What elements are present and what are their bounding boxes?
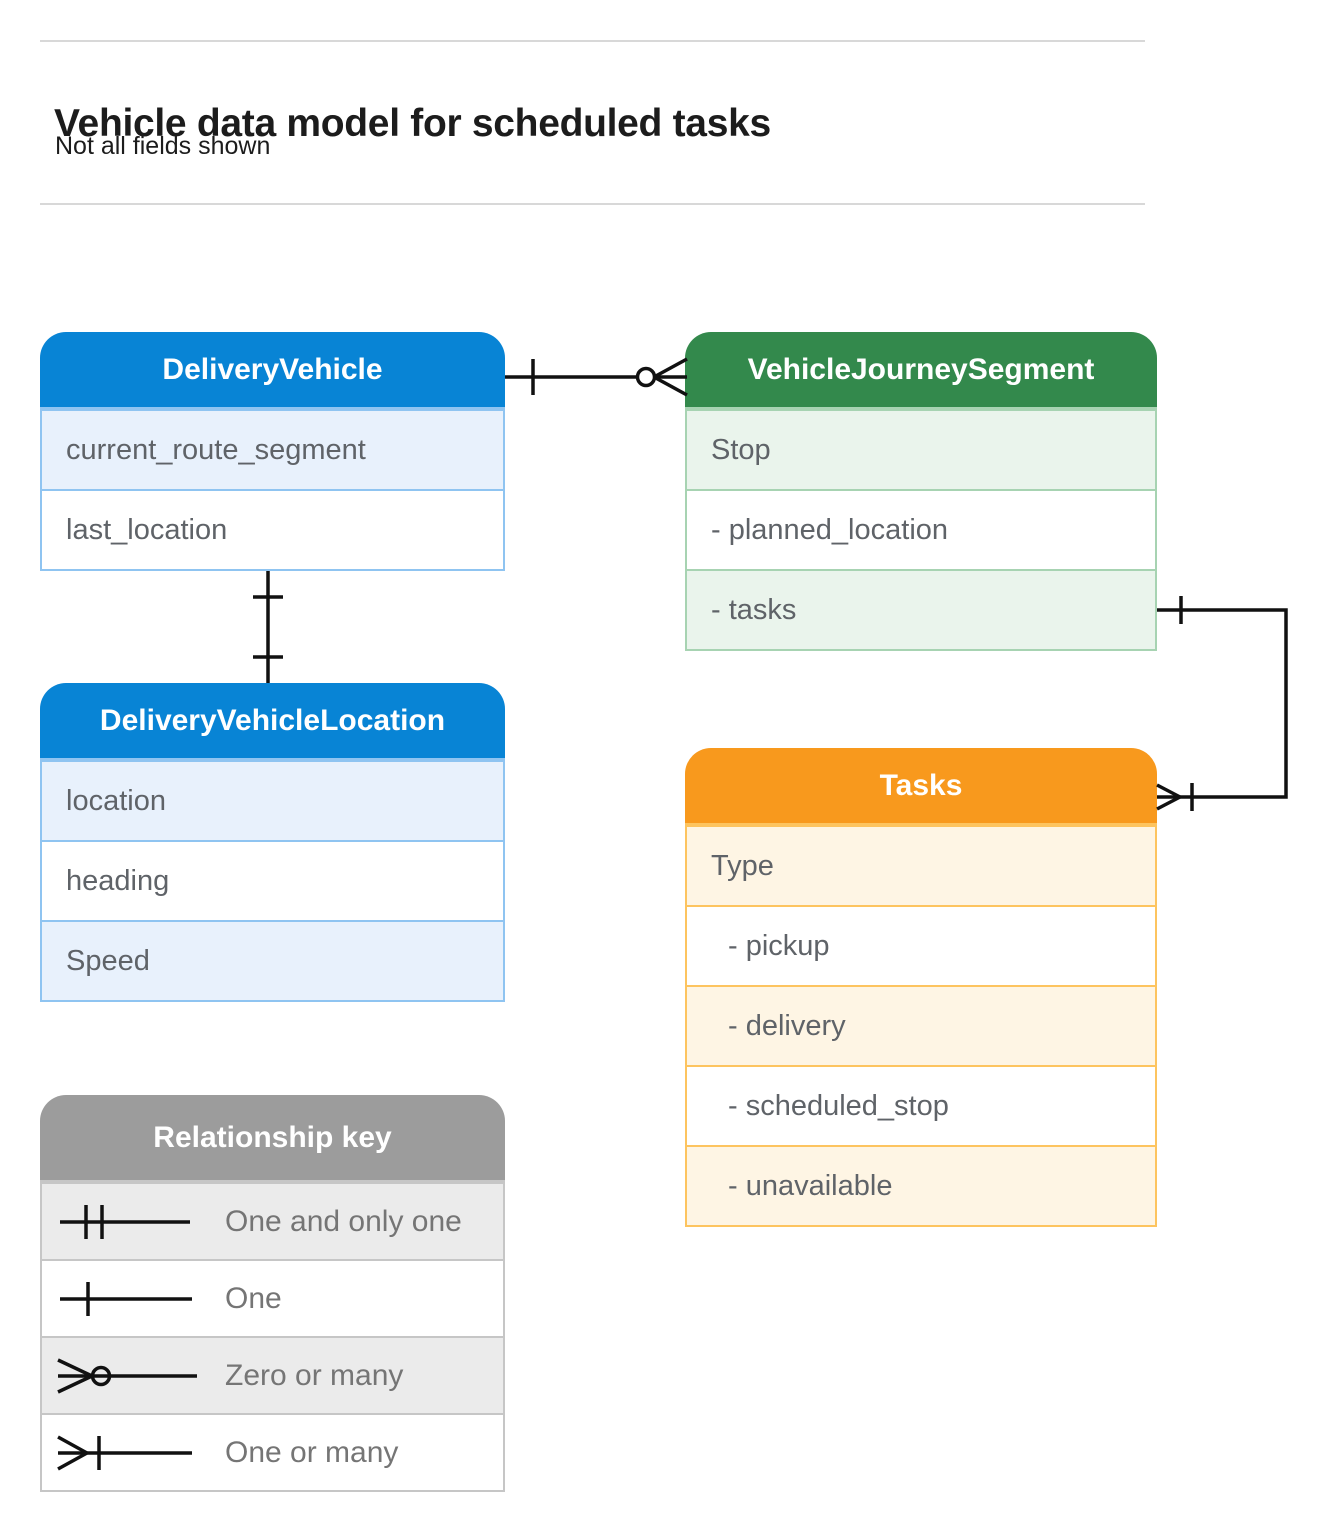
- entity-header: Tasks: [685, 748, 1157, 823]
- field-current-route-segment: current_route_segment: [42, 411, 503, 489]
- field-location: location: [42, 762, 503, 840]
- legend-label: Zero or many: [225, 1358, 404, 1392]
- field-planned-location: - planned_location: [687, 489, 1155, 569]
- relationship-deliveryvehicle-vehiclejourneysegment: [505, 357, 688, 397]
- crows-foot-prong: [1156, 783, 1181, 799]
- zero-circle: [635, 366, 657, 388]
- connector-line: [1157, 608, 1288, 799]
- legend-label: One or many: [225, 1435, 399, 1469]
- entity-delivery-vehicle: DeliveryVehicle current_route_segment la…: [40, 332, 505, 571]
- entity-vehicle-journey-segment: VehicleJourneySegment Stop - planned_loc…: [685, 332, 1157, 651]
- relationship-vehiclejourneysegment-tasks: [1156, 596, 1288, 811]
- field-heading: heading: [42, 840, 503, 920]
- crows-foot-prong: [653, 357, 688, 379]
- entity-body: Type - pickup - delivery - scheduled_sto…: [685, 823, 1157, 1227]
- entity-header: DeliveryVehicleLocation: [40, 683, 505, 758]
- entity-header: VehicleJourneySegment: [685, 332, 1157, 407]
- legend-item-zero-or-many: Zero or many: [42, 1336, 503, 1413]
- page-title: Vehicle data model for scheduled tasks: [54, 102, 771, 146]
- field-pickup: - pickup: [687, 905, 1155, 985]
- crows-foot-prong: [1156, 795, 1181, 811]
- legend-item-one-or-many: One or many: [42, 1413, 503, 1490]
- legend-label: One and only one: [225, 1204, 462, 1238]
- entity-delivery-vehicle-location: DeliveryVehicleLocation location heading…: [40, 683, 505, 1002]
- field-tasks: - tasks: [687, 569, 1155, 649]
- field-scheduled-stop: - scheduled_stop: [687, 1065, 1155, 1145]
- entity-body: location heading Speed: [40, 758, 505, 1002]
- relationship-key: Relationship key One and only one One: [40, 1095, 505, 1492]
- header-divider: [40, 203, 1145, 205]
- legend-item-one: One: [42, 1259, 503, 1336]
- relationship-deliveryvehicle-deliveryvehiclelocation: [253, 571, 283, 683]
- page-subtitle: Not all fields shown: [55, 132, 271, 160]
- entity-body: Stop - planned_location - tasks: [685, 407, 1157, 651]
- zero-or-many-icon: [57, 1357, 197, 1394]
- entity-body: current_route_segment last_location: [40, 407, 505, 571]
- relationship-key-title: Relationship key: [40, 1095, 505, 1180]
- field-stop: Stop: [687, 411, 1155, 489]
- one-and-only-one-icon: [60, 1204, 190, 1239]
- legend-label: One: [225, 1281, 282, 1315]
- field-type: Type: [687, 827, 1155, 905]
- one-or-many-icon: [57, 1434, 192, 1471]
- crows-foot-prong: [653, 375, 688, 397]
- field-speed: Speed: [42, 920, 503, 1000]
- top-divider: [40, 40, 1145, 42]
- field-unavailable: - unavailable: [687, 1145, 1155, 1225]
- legend-item-one-and-only-one: One and only one: [42, 1184, 503, 1259]
- entity-header: DeliveryVehicle: [40, 332, 505, 407]
- one-icon: [60, 1281, 192, 1316]
- field-last-location: last_location: [42, 489, 503, 569]
- entity-tasks: Tasks Type - pickup - delivery - schedul…: [685, 748, 1157, 1227]
- relationship-key-body: One and only one One Zero or many: [40, 1180, 505, 1492]
- field-delivery: - delivery: [687, 985, 1155, 1065]
